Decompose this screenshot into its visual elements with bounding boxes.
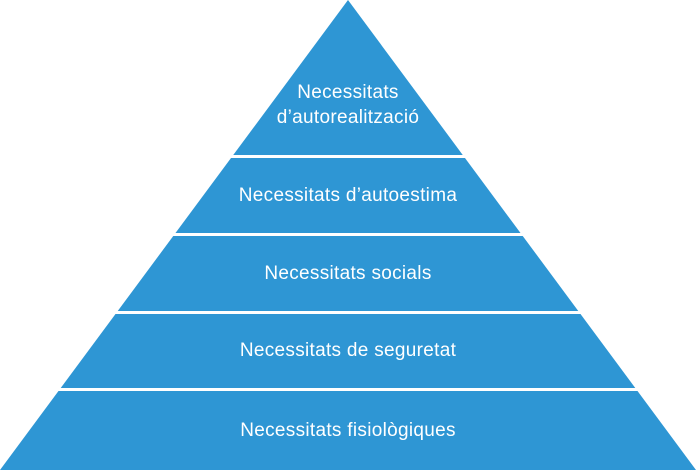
pyramid-level-label: Necessitats socials xyxy=(264,262,432,284)
level-divider xyxy=(0,233,696,236)
pyramid-level-autorealitzacio: Necessitats d’autorealització xyxy=(0,0,696,155)
pyramid-level-label: Necessitats d’autoestima xyxy=(238,184,458,206)
pyramid-level-label: Necessitats d’autorealització xyxy=(276,81,420,129)
pyramid-level-label: Necessitats de seguretat xyxy=(239,340,457,362)
pyramid-level-label: Necessitats fisiològiques xyxy=(240,419,456,441)
level-divider xyxy=(0,155,696,158)
pyramid-level-fisiologiques: Necessitats fisiològiques xyxy=(0,391,696,470)
pyramid-level-seguretat: Necessitats de seguretat xyxy=(0,314,696,388)
pyramid-level-autoestima: Necessitats d’autoestima xyxy=(0,158,696,233)
level-divider xyxy=(0,388,696,391)
pyramid-level-socials: Necessitats socials xyxy=(0,236,696,311)
level-divider xyxy=(0,311,696,314)
